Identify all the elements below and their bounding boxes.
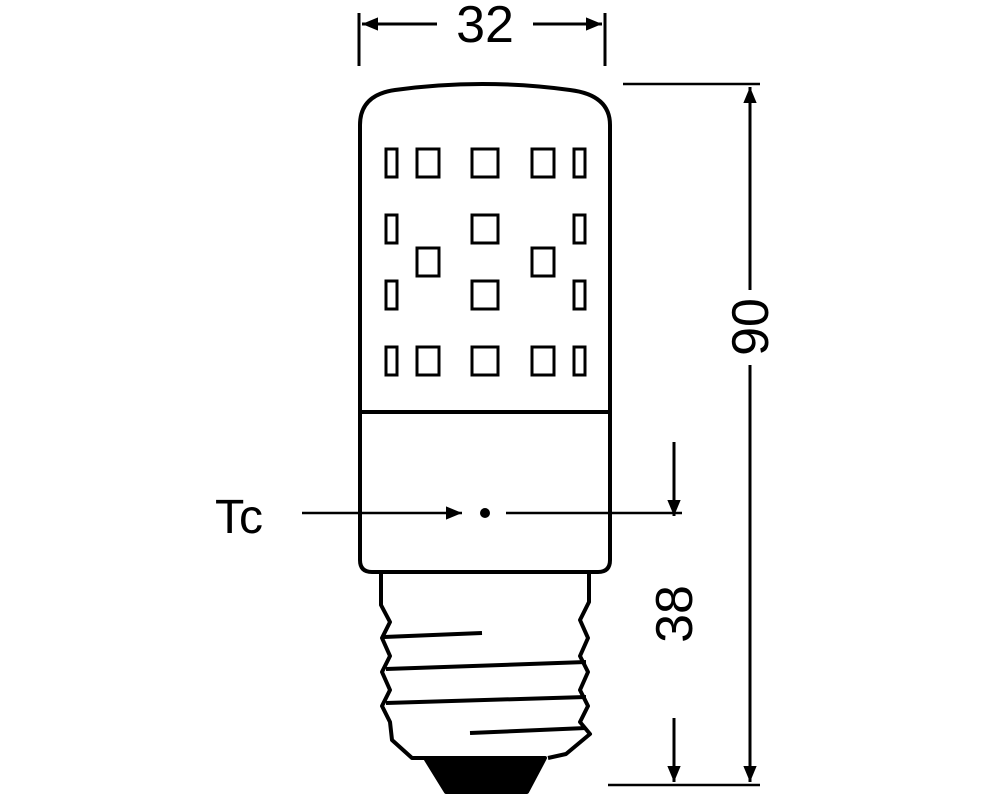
tc-height-value: 38 <box>646 585 704 643</box>
height-value: 90 <box>722 298 780 356</box>
width-dimension: 32 <box>357 0 607 66</box>
bulb-body <box>358 82 612 574</box>
led-chips <box>384 147 587 377</box>
height-dimension: 90 <box>608 82 780 787</box>
width-value: 32 <box>456 0 514 54</box>
tc-label: Tc <box>215 491 263 544</box>
tc-point <box>480 508 490 518</box>
screw-base <box>379 572 592 794</box>
tc-marker: Tc <box>215 491 682 544</box>
tc-height-dimension: 38 <box>646 442 704 782</box>
